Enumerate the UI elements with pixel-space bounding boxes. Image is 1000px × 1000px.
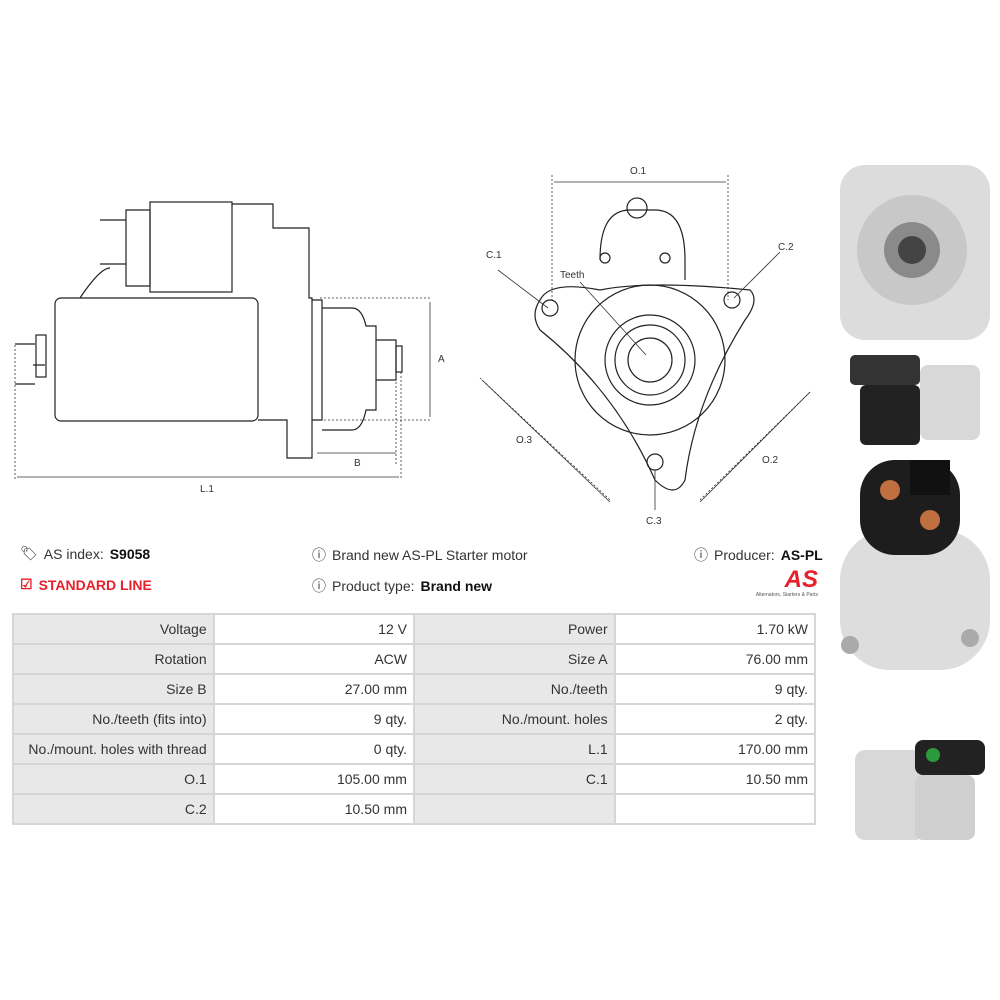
spec-value	[613, 793, 817, 825]
standard-line-label: STANDARD LINE	[38, 576, 152, 593]
photo-side-1	[850, 355, 980, 445]
product-type: ⓘ Product type: Brand new	[312, 576, 492, 596]
product-type-value: Brand new	[420, 578, 493, 594]
spec-value: 9 qty.	[613, 673, 817, 705]
spec-value: 1.70 kW	[613, 613, 817, 645]
side-view-drawing: A B L.1	[14, 201, 445, 495]
spec-key: Size A	[412, 643, 616, 675]
spec-value: 105.00 mm	[212, 763, 415, 795]
photo-side-2	[855, 740, 985, 840]
spec-value: 10.50 mm	[613, 763, 817, 795]
spec-key: C.1	[412, 763, 616, 795]
spec-key: L.1	[412, 733, 616, 765]
as-index-value: S9058	[109, 545, 151, 562]
logo-mark: AS	[784, 566, 818, 593]
spec-key: No./teeth (fits into)	[12, 703, 215, 735]
logo-tagline: Alternators, Starters & Parts	[755, 592, 818, 598]
spec-key: No./teeth	[412, 673, 616, 705]
spec-value: 9 qty.	[212, 703, 415, 735]
label-o2: O.2	[762, 455, 779, 466]
spec-value: ACW	[212, 643, 415, 675]
table-row: No./teeth (fits into)9 qty.No./mount. ho…	[12, 703, 817, 735]
spec-key: Size B	[12, 673, 215, 705]
label-o3: O.3	[516, 435, 533, 446]
label-a: A	[438, 354, 445, 365]
label-b: B	[354, 458, 361, 469]
spec-key	[412, 793, 616, 825]
as-index: 🏷︎ AS index: S9058	[20, 545, 150, 562]
spec-value: 76.00 mm	[613, 643, 817, 675]
spec-value: 27.00 mm	[212, 673, 415, 705]
spec-key: Power	[412, 613, 616, 645]
spec-value: 170.00 mm	[613, 733, 817, 765]
label-c3: C.3	[646, 516, 662, 527]
label-l1: L.1	[200, 484, 214, 495]
spec-key: Rotation	[12, 643, 215, 675]
spec-key: No./mount. holes with thread	[12, 733, 215, 765]
description: ⓘ Brand new AS-PL Starter motor	[312, 545, 528, 565]
solenoid	[149, 201, 233, 293]
info-icon: ⓘ	[312, 547, 326, 563]
tag-icon: 🏷︎	[20, 545, 38, 561]
description-text: Brand new AS-PL Starter motor	[332, 547, 528, 563]
label-o1: O.1	[630, 166, 647, 177]
photo-front	[840, 165, 990, 340]
spec-key: No./mount. holes	[412, 703, 616, 735]
spec-key: O.1	[12, 763, 215, 795]
as-pl-logo: AS Alternators, Starters & Parts	[738, 566, 818, 599]
product-photos	[840, 165, 990, 840]
spec-key: Voltage	[12, 613, 215, 645]
label-teeth: Teeth	[560, 270, 584, 281]
product-type-label: Product type:	[332, 578, 415, 594]
spec-value: 0 qty.	[212, 733, 415, 765]
label-c1: C.1	[486, 250, 502, 261]
spec-value: 10.50 mm	[212, 793, 415, 825]
producer: ⓘ Producer: AS-PL	[694, 545, 823, 565]
spec-value: 12 V	[212, 613, 415, 645]
as-index-label: AS index:	[43, 545, 104, 562]
producer-value: AS-PL	[780, 547, 823, 563]
photo-rear	[840, 460, 990, 670]
standard-line-badge: ☑ STANDARD LINE	[20, 576, 152, 593]
spec-key: C.2	[12, 793, 215, 825]
label-c2: C.2	[778, 242, 794, 253]
front-view-drawing: O.1 C.1 C.2 Teeth O.3 O.2 C.3	[479, 166, 811, 527]
info-icon: ⓘ	[312, 578, 326, 594]
motor-body	[54, 297, 259, 422]
checkbox-icon: ☑	[20, 576, 33, 592]
spec-value: 2 qty.	[613, 703, 817, 735]
producer-label: Producer:	[714, 547, 775, 563]
info-icon: ⓘ	[694, 547, 708, 563]
